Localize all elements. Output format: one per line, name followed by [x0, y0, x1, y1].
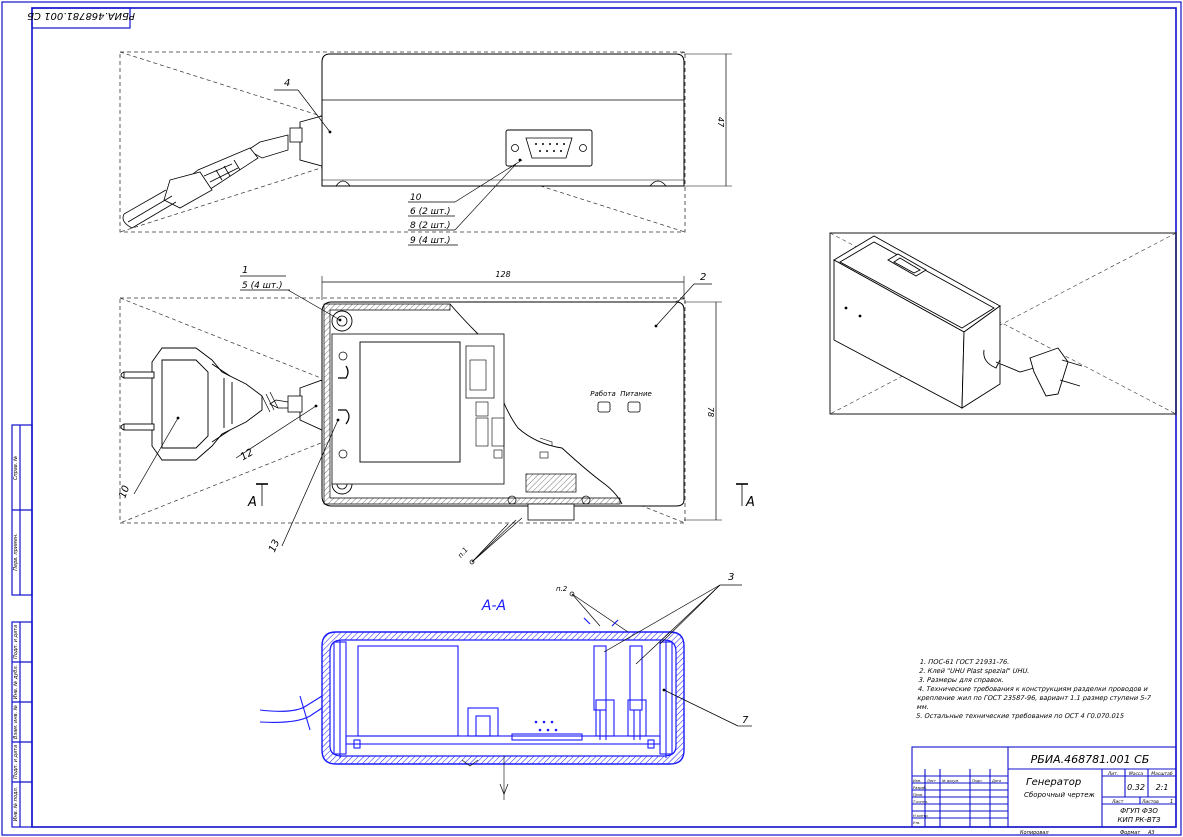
- side-stamp-label-6: Инв. № подл.: [13, 787, 19, 822]
- mirrored-code-text: РБИА.468781.001 СБ: [27, 10, 135, 21]
- title-col-scale: Масштаб: [1151, 771, 1173, 777]
- title-scale: 2:1: [1156, 783, 1169, 792]
- note-line: 5. Остальные технические требования по О…: [915, 712, 1125, 720]
- callout-2: 2: [700, 272, 706, 283]
- point-1-label: п.1: [456, 546, 469, 560]
- callout-10: 10: [118, 484, 133, 500]
- callout-13: 13: [267, 538, 282, 554]
- side-stamp-label-0: Справ. №: [13, 456, 19, 480]
- side-stamp-label-1: Перв. примен.: [13, 533, 19, 571]
- section-mark-right: А: [745, 495, 755, 510]
- top-view: 47 4 10 6 (2 шт.) 8 (2 шт.) 9 (4 шт.): [119, 51, 732, 246]
- title-sheet: Лист: [1111, 799, 1124, 805]
- title-col-mass: Масса: [1129, 771, 1144, 777]
- section-view: А-А: [259, 572, 752, 800]
- callout-4: 4: [284, 78, 290, 89]
- title-col-lit: Лит.: [1107, 771, 1118, 777]
- title-block-text: РБИА.468781.001 СБ Генератор Сборочный ч…: [913, 753, 1173, 836]
- callout-5: 5 (4 шт.): [242, 281, 283, 291]
- title-role-4: Утв.: [913, 821, 920, 825]
- title-copied: Копировал: [1020, 830, 1049, 836]
- title-role-3: Н.контр.: [913, 814, 929, 818]
- connector-callout-3: 9 (4 шт.): [410, 236, 451, 246]
- title-format: Формат: [1120, 830, 1141, 836]
- title-role-0: Разраб.: [913, 786, 927, 790]
- title-format-value: А3: [1147, 830, 1155, 836]
- note-line: 1. ПОС-61 ГОСТ 21931-76.: [919, 658, 1010, 666]
- dimension-height: 78: [706, 407, 715, 417]
- title-change-0: Изм.: [913, 779, 921, 783]
- connector-callout-2: 8 (2 шт.): [410, 221, 451, 231]
- title-designation: РБИА.468781.001 СБ: [1031, 753, 1150, 766]
- callout-12: 12: [239, 447, 256, 463]
- title-change-1: Лист: [926, 779, 937, 783]
- title-change-2: № докум.: [941, 779, 959, 783]
- title-block: [911, 746, 1177, 828]
- title-org-2: КИП РК-ВТЗ: [1118, 816, 1161, 824]
- side-stamp-label-2: Подп. и дата: [13, 625, 19, 659]
- title-org-1: ФГУП ФЗО: [1120, 807, 1158, 815]
- note-line: 2. Клей "UHU Plast spezial" UHU.: [919, 667, 1030, 675]
- title-sheets: Листов: [1141, 799, 1159, 805]
- title-role-2: Т.контр.: [913, 800, 928, 804]
- title-name-2: Сборочный чертеж: [1024, 791, 1095, 799]
- led-label-work: Работа: [590, 390, 615, 398]
- side-stamp: [11, 424, 33, 828]
- mirrored-code-box: РБИА.468781.001 СБ: [27, 7, 135, 29]
- side-stamp-label-5: Подп. и дата: [13, 745, 19, 779]
- note-line: крепление жил по ГОСТ 23587-96, вариант …: [917, 694, 1152, 702]
- connector-callout-0: 10: [410, 193, 422, 203]
- dimension-width: 128: [495, 270, 510, 279]
- led-label-power: Питание: [620, 390, 652, 398]
- note-line: мм.: [916, 703, 930, 711]
- note-line: 3. Размеры для справок.: [918, 676, 1005, 684]
- section-mark-left: А: [247, 495, 257, 510]
- note-line: 4. Технические требования к конструкциям…: [917, 685, 1149, 693]
- dimension-depth: 47: [716, 117, 725, 128]
- callout-1: 1: [242, 265, 248, 276]
- side-stamp-label-4: Взам. инв. №: [13, 705, 19, 739]
- point-2-label: п.2: [556, 585, 568, 593]
- title-change-3: Подп.: [972, 779, 983, 783]
- front-view: Работа Питание: [118, 265, 755, 565]
- iso-view: [829, 232, 1177, 415]
- side-stamp-label-3: Инв. № дубл.: [13, 665, 19, 699]
- title-mass: 0.32: [1127, 783, 1145, 792]
- title-name-1: Генератор: [1026, 777, 1081, 788]
- title-change-4: Дата: [991, 779, 1001, 783]
- title-sheets-value: 1: [1170, 799, 1173, 805]
- connector-callout-1: 6 (2 шт.): [410, 207, 451, 217]
- title-role-1: Пров.: [913, 793, 923, 797]
- side-stamp-labels: Справ. № Перв. примен. Подп. и дата Инв.…: [13, 456, 19, 821]
- technical-notes: 1. ПОС-61 ГОСТ 21931-76. 2. Клей "UHU Pl…: [916, 658, 1170, 721]
- section-title: А-А: [481, 598, 506, 614]
- callout-3: 3: [728, 572, 734, 583]
- callout-7: 7: [742, 715, 749, 726]
